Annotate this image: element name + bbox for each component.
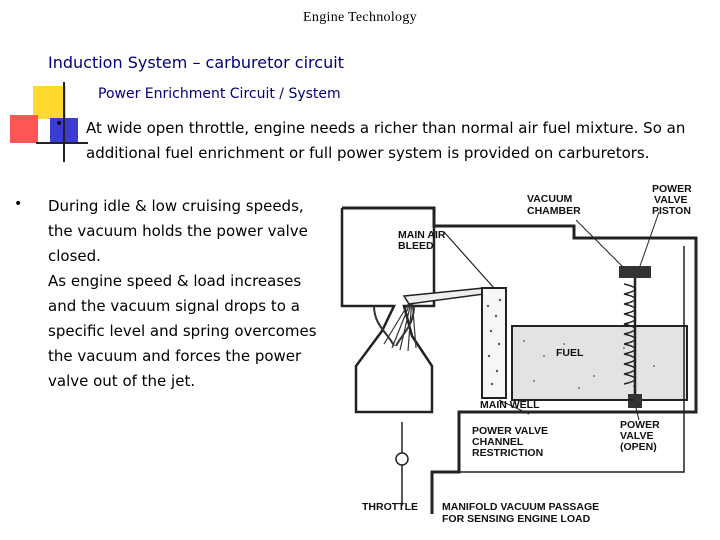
- throttle-pivot: [395, 452, 409, 466]
- label-main-well: MAIN WELL: [480, 399, 540, 411]
- main-well-tube: [481, 287, 507, 399]
- fuel-spray: [383, 297, 417, 352]
- manifold-vacuum-passage: [459, 246, 685, 473]
- slide-header: Engine Technology: [303, 10, 417, 25]
- fuel-bowl: [511, 325, 688, 401]
- accent-horizontal-line: [36, 142, 88, 144]
- label-power-valve-open-1: POWER: [620, 419, 660, 431]
- bullet-marker: •: [55, 116, 64, 132]
- venturi: [373, 305, 415, 347]
- label-vacuum-chamber-2: CHAMBER: [527, 205, 581, 217]
- label-power-valve-piston-2: VALVE: [654, 194, 687, 206]
- accent-yellow-square: [33, 86, 66, 119]
- discharge-nozzle: [402, 287, 485, 305]
- bullet-marker: •: [14, 196, 23, 212]
- label-throttle: THROTTLE: [362, 501, 418, 513]
- accent-red-square: [10, 115, 38, 143]
- accent-vertical-line: [63, 82, 65, 162]
- power-valve: [628, 394, 642, 408]
- carburetor-body-outline: [342, 206, 698, 514]
- slide-subtitle: Power Enrichment Circuit / System: [98, 86, 341, 102]
- bullet-text-2-part-1: During idle & low cruising speeds, the v…: [48, 197, 308, 265]
- label-fuel: FUEL: [556, 347, 584, 359]
- power-valve-spring: [623, 283, 636, 385]
- bullet-text-2-part-2: As engine speed & load increases and the…: [48, 272, 317, 390]
- bullet-text-2: During idle & low cruising speeds, the v…: [48, 194, 333, 394]
- bullet-text-1: At wide open throttle, engine needs a ri…: [86, 119, 686, 162]
- label-main-air-bleed-1: MAIN AIR: [398, 229, 446, 241]
- label-vacuum-chamber-1: VACUUM: [527, 193, 573, 205]
- label-main-air-bleed-2: BLEED: [398, 240, 434, 252]
- label-channel-restriction-2: CHANNEL: [472, 436, 524, 448]
- main-well-fuel-dots: [486, 298, 502, 386]
- carburetor-diagram: VACUUM CHAMBER POWER VALVE PISTON MAIN A…: [340, 183, 698, 525]
- label-channel-restriction-3: RESTRICTION: [472, 447, 543, 459]
- label-manifold-1: MANIFOLD VACUUM PASSAGE: [442, 501, 599, 513]
- label-power-valve-piston-1: POWER: [652, 183, 692, 195]
- label-power-valve-open-3: (OPEN): [620, 441, 657, 453]
- main-air-bleed-line: [443, 231, 495, 289]
- label-channel-restriction-1: POWER VALVE: [472, 425, 548, 437]
- label-power-valve-piston-3: PISTON: [652, 205, 691, 217]
- vacuum-chamber: [619, 266, 651, 278]
- leader-lines: [498, 211, 660, 421]
- slide-title: Induction System – carburetor circuit: [48, 53, 344, 72]
- label-power-valve-open-2: VALVE: [620, 430, 653, 442]
- label-manifold-2: FOR SENSING ENGINE LOAD: [442, 513, 591, 525]
